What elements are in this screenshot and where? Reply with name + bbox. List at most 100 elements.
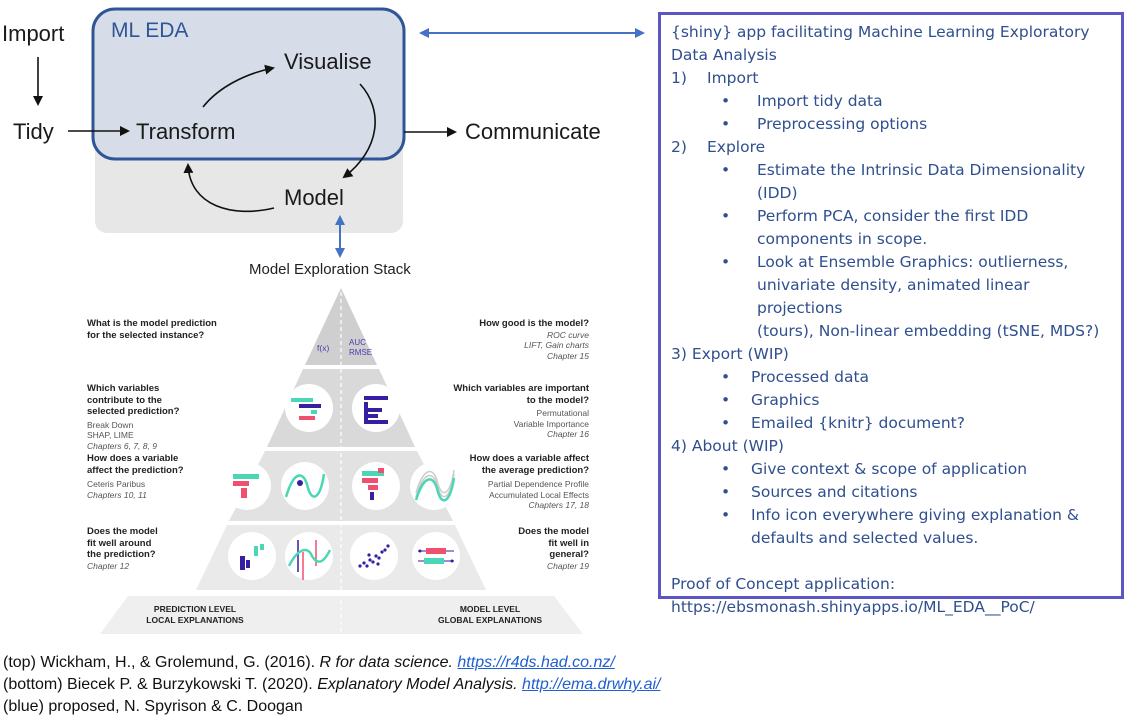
arrow-model-transform bbox=[183, 163, 275, 213]
list-item-line: Perform PCA, consider the first IDD bbox=[757, 207, 1029, 225]
row3-right-methods: Partial Dependence Profile Accumulated L… bbox=[487, 479, 589, 500]
list-item: Info icon everywhere giving explanation … bbox=[671, 504, 1111, 550]
row2-left: Which variables contribute to the select… bbox=[87, 383, 202, 452]
row2-right: Which variables are important to the mod… bbox=[446, 383, 589, 441]
citation-top-title: R for data science. bbox=[319, 654, 453, 671]
row4-right-question: Does the model fit well in general? bbox=[518, 526, 589, 560]
citation-top-authors: (top) Wickham, H., & Grolemund, G. (2016… bbox=[3, 654, 320, 671]
section-explore: 2) Explore bbox=[671, 136, 1111, 159]
citation-blue: (blue) proposed, N. Spyrison & C. Doogan bbox=[3, 698, 303, 716]
list-item-line: (tours), Non-linear embedding (tSNE, MDS… bbox=[757, 322, 1100, 340]
list-item-line: Give context & scope of application bbox=[751, 460, 1028, 478]
arrow-transform-visualise bbox=[202, 64, 275, 108]
poc-label: Proof of Concept application: bbox=[671, 575, 896, 593]
global-fit-scatter-icon bbox=[350, 532, 398, 580]
list-item: Give context & scope of application bbox=[671, 458, 1111, 481]
section-explore-number: 2) bbox=[671, 138, 687, 156]
list-item-line: defaults and selected values. bbox=[751, 529, 979, 547]
ml-eda-title: ML EDA bbox=[111, 19, 189, 42]
section-import: 1) Import bbox=[671, 67, 1111, 90]
list-item: Processed data bbox=[671, 366, 1111, 389]
variable-importance-icon bbox=[352, 384, 400, 432]
citation-bottom-link[interactable]: http://ema.drwhy.ai/ bbox=[522, 676, 661, 693]
list-item: Import tidy data bbox=[671, 90, 1111, 113]
row1-left-question: What is the model prediction for the sel… bbox=[87, 318, 217, 341]
row2-right-question: Which variables are important to the mod… bbox=[453, 383, 589, 406]
break-down-icon bbox=[285, 384, 333, 432]
section-export: 3) Export (WIP) bbox=[671, 345, 789, 363]
panel-heading-line2: Data Analysis bbox=[671, 46, 777, 64]
section-about: 4) About (WIP) bbox=[671, 437, 784, 455]
row1-right: How good is the model? ROC curve LIFT, G… bbox=[446, 318, 589, 362]
communicate-label: Communicate bbox=[465, 119, 601, 144]
citation-top: (top) Wickham, H., & Grolemund, G. (2016… bbox=[3, 654, 615, 672]
row4-left-question: Does the model fit well around the predi… bbox=[87, 526, 158, 560]
local-fit-curve-icon bbox=[285, 532, 333, 580]
list-item: Emailed {knitr} document? bbox=[671, 412, 1111, 435]
ceteris-paribus-bars-icon bbox=[223, 462, 271, 510]
section-import-number: 1) bbox=[671, 69, 687, 87]
import-label: Import bbox=[2, 21, 65, 46]
row1-right-question: How good is the model? bbox=[479, 318, 589, 329]
shiny-app-panel: {shiny} app facilitating Machine Learnin… bbox=[658, 12, 1124, 616]
list-item-line: Look at Ensemble Graphics: outlierness, bbox=[757, 253, 1069, 271]
row3-left-chapter: Chapters 10, 11 bbox=[87, 489, 147, 500]
row4-right-chapter: Chapter 19 bbox=[546, 560, 589, 571]
model-level-label: MODEL LEVEL GLOBAL EXPLANATIONS bbox=[437, 604, 543, 625]
poc-url[interactable]: https://ebsmonash.shinyapps.io/ML_EDA__P… bbox=[671, 598, 1035, 616]
tidy-label: Tidy bbox=[13, 119, 54, 144]
row3-right-chapter: Chapters 17, 18 bbox=[528, 500, 589, 510]
row4-right: Does the model fit well in general? Chap… bbox=[508, 526, 589, 572]
row2-left-question: Which variables contribute to the select… bbox=[87, 383, 180, 417]
list-item-line: Estimate the Intrinsic Data Dimensionali… bbox=[757, 161, 1086, 179]
global-fit-boxplot-icon bbox=[412, 532, 460, 580]
prediction-level-label: PREDICTION LEVEL LOCAL EXPLANATIONS bbox=[146, 604, 244, 625]
local-fit-bars-icon bbox=[228, 532, 276, 580]
row1-right-chapter: Chapter 15 bbox=[546, 350, 589, 361]
list-item: Sources and citations bbox=[671, 481, 1111, 504]
row4-left-chapter: Chapter 12 bbox=[87, 560, 130, 571]
row1-right-methods: ROC curve LIFT, Gain charts bbox=[524, 329, 589, 351]
list-item-line: components in scope. bbox=[757, 230, 928, 248]
row3-left-question: How does a variable affect the predictio… bbox=[87, 453, 184, 476]
apex-fx-label: f(x) bbox=[317, 343, 330, 353]
list-item: Preprocessing options bbox=[671, 113, 1111, 136]
arrow-visualise-model bbox=[342, 83, 376, 179]
list-item: Look at Ensemble Graphics: outlierness, … bbox=[671, 251, 1111, 343]
apex-metrics-label: AUC RMSE bbox=[349, 338, 373, 357]
list-item: Graphics bbox=[671, 389, 1111, 412]
row2-right-chapter: Chapter 16 bbox=[546, 429, 589, 439]
list-item-line: univariate density, animated linear proj… bbox=[757, 276, 1030, 317]
list-item-line: (IDD) bbox=[757, 184, 798, 202]
row1-left: What is the model prediction for the sel… bbox=[87, 318, 232, 341]
citation-blue-text: (blue) proposed, N. Spyrison & C. Doogan bbox=[3, 698, 303, 715]
row3-left: How does a variable affect the predictio… bbox=[87, 453, 202, 501]
transform-label: Transform bbox=[136, 119, 236, 144]
ceteris-paribus-curve-icon bbox=[281, 462, 329, 510]
stack-title: Model Exploration Stack bbox=[249, 261, 411, 278]
row2-right-methods: Permutational Variable Importance bbox=[513, 408, 589, 429]
row3-left-methods: Ceteris Paribus bbox=[87, 479, 146, 489]
row4-left: Does the model fit well around the predi… bbox=[87, 526, 165, 572]
list-item: Estimate the Intrinsic Data Dimensionali… bbox=[671, 159, 1111, 205]
citation-bottom-title: Explanatory Model Analysis. bbox=[317, 676, 518, 693]
section-explore-label: Explore bbox=[707, 138, 766, 156]
row3-right-question: How does a variable affect the average p… bbox=[469, 453, 589, 476]
panel-heading-line1: {shiny} app facilitating Machine Learnin… bbox=[671, 23, 1090, 41]
list-item-line: Sources and citations bbox=[751, 483, 918, 501]
section-import-label: Import bbox=[707, 69, 759, 87]
pyramid-band-3 bbox=[229, 451, 453, 521]
partial-dependence-curve-icon bbox=[410, 462, 458, 510]
citation-top-link[interactable]: https://r4ds.had.co.nz/ bbox=[457, 654, 615, 671]
citation-bottom-authors: (bottom) Biecek P. & Burzykowski T. (202… bbox=[3, 676, 318, 693]
pyramid-band-1 bbox=[305, 288, 377, 365]
visualise-label: Visualise bbox=[284, 49, 372, 74]
row2-left-methods: Break Down SHAP, LIME bbox=[87, 419, 134, 441]
list-item: Perform PCA, consider the first IDD comp… bbox=[671, 205, 1111, 251]
citation-bottom: (bottom) Biecek P. & Burzykowski T. (202… bbox=[3, 676, 660, 694]
row2-left-chapter: Chapters 6, 7, 8, 9 bbox=[87, 440, 157, 451]
ml-eda-box bbox=[91, 7, 406, 161]
partial-dependence-bars-icon bbox=[352, 462, 400, 510]
row3-right: How does a variable affect the average p… bbox=[458, 453, 589, 512]
